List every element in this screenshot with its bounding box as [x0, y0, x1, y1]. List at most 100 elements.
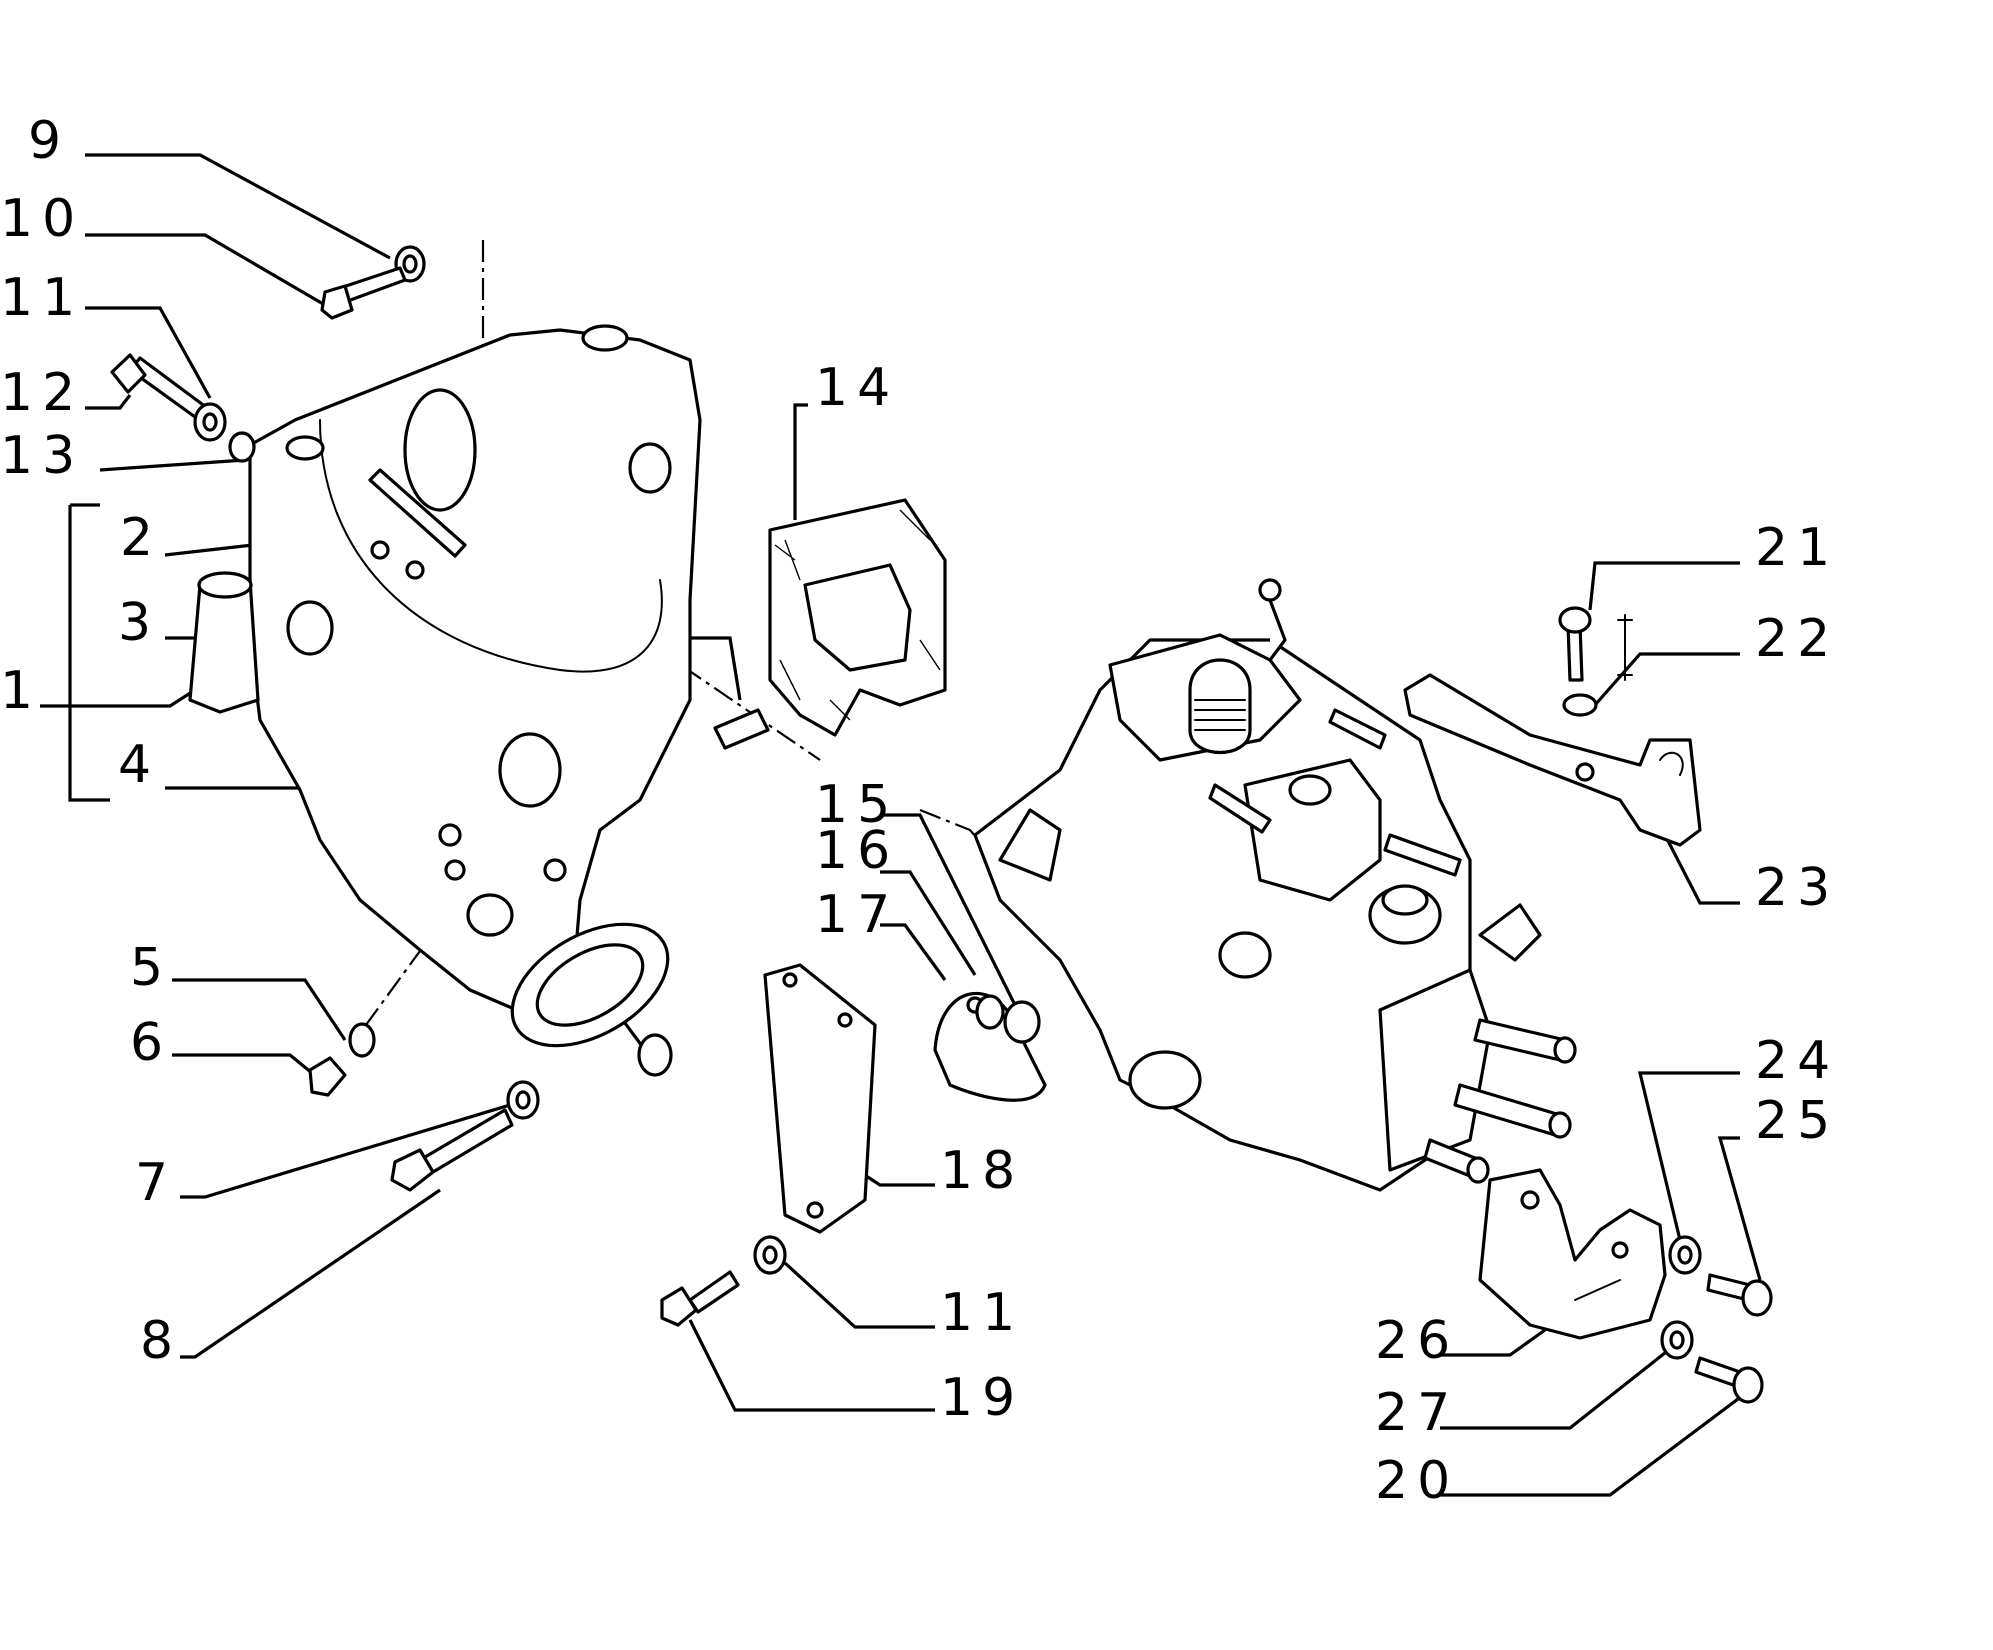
- callout-7: 7: [135, 1153, 177, 1213]
- pump-ear-left: [998, 808, 1062, 882]
- bolt-hex-head: [660, 1286, 698, 1327]
- lever-ball: [1258, 578, 1282, 602]
- leader-20: [1440, 1388, 1751, 1497]
- housing-hole-e: [444, 859, 466, 881]
- washer-hole: [1677, 1245, 1693, 1265]
- nut-15: [1003, 1000, 1041, 1044]
- plug-4: [637, 1033, 673, 1077]
- bolt-20: [1694, 1356, 1764, 1404]
- leader-16: [880, 870, 977, 976]
- pump-ear-right: [1478, 903, 1542, 962]
- washer-16: [975, 994, 1005, 1030]
- housing-top-boss: [581, 324, 629, 352]
- leader-10: [85, 233, 331, 310]
- bolt-hex-head: [1741, 1279, 1773, 1317]
- callout-labels: 9 10 11 12 13 2 3 1 4 5 6 7 8 14 15 16 1…: [0, 111, 1839, 1511]
- callout-20: 20: [1375, 1451, 1459, 1511]
- leader-14: [793, 403, 808, 520]
- governor-spring: [1188, 658, 1252, 754]
- washer-5: [348, 1022, 376, 1058]
- washer-hole: [402, 254, 418, 274]
- leader-1: [40, 688, 196, 708]
- plate-slot: [1574, 1279, 1621, 1301]
- housing-plug-boss: [466, 893, 514, 937]
- washer-27: [1660, 1320, 1694, 1360]
- gasket-hatching: [774, 509, 941, 721]
- callout-23: 23: [1755, 858, 1839, 918]
- washer-22: [1562, 693, 1598, 717]
- callout-2: 2: [120, 508, 162, 568]
- plate-26: [1478, 1168, 1667, 1340]
- callout-9: 9: [28, 111, 70, 171]
- callout-11-top: 11: [0, 268, 84, 328]
- bracket-hole-bottom: [806, 1201, 824, 1219]
- callout-19: 19: [940, 1368, 1024, 1428]
- bolt-hex-head: [390, 1148, 435, 1192]
- pin-body: [713, 708, 770, 750]
- leader-23: [1663, 834, 1740, 905]
- leader-27: [1440, 1343, 1676, 1430]
- pump-mounting-housing: [188, 324, 702, 1048]
- leader-11-bottom: [783, 1261, 935, 1329]
- plate-hole-top: [1520, 1190, 1540, 1210]
- callout-8: 8: [140, 1311, 182, 1371]
- leader-17: [880, 923, 947, 981]
- pump-side-plug: [1218, 931, 1272, 979]
- bolt-shank: [688, 1270, 740, 1314]
- washer-ring: [348, 1022, 376, 1058]
- delivery-valves: [1423, 1018, 1577, 1184]
- callout-10: 10: [0, 189, 84, 249]
- callout-26: 26: [1375, 1311, 1459, 1371]
- leader-19: [688, 1319, 935, 1412]
- leader-13: [99, 458, 246, 472]
- leader-11-top: [85, 306, 212, 399]
- washer-11-bottom: [753, 1235, 787, 1275]
- washer-11-top: [193, 402, 227, 442]
- leader-26: [1440, 1328, 1546, 1357]
- bracket-hole-top: [782, 972, 798, 988]
- housing-pivot-boss: [286, 600, 334, 656]
- plate-body: [1478, 1168, 1667, 1340]
- bolt-10: [320, 266, 407, 320]
- pump-top-block: [1243, 758, 1382, 902]
- washer-ring: [228, 431, 256, 463]
- leader-21: [1588, 561, 1740, 611]
- callout-12: 12: [0, 363, 84, 423]
- gasket-opening: [803, 563, 912, 672]
- callout-6: 6: [130, 1013, 172, 1073]
- callout-3: 3: [118, 593, 160, 653]
- stud-2: [368, 468, 467, 558]
- callout-5: 5: [130, 938, 172, 998]
- washer-hole: [1669, 1330, 1685, 1350]
- callout-16: 16: [815, 821, 899, 881]
- bolt-25: [1706, 1273, 1773, 1317]
- housing-hole-c: [438, 823, 462, 847]
- washer-hole: [762, 1245, 778, 1265]
- housing-right-hole: [628, 442, 672, 494]
- housing-pipe-outlet: [188, 578, 260, 714]
- valve-upper: [1473, 1018, 1567, 1062]
- side-stud: [1383, 833, 1462, 877]
- housing-left-boss: [285, 435, 325, 461]
- bolt-hex-head: [110, 353, 147, 394]
- head-block: [1378, 968, 1492, 1172]
- bracket-slot-hole: [1575, 762, 1595, 782]
- callout-25: 25: [1755, 1091, 1839, 1151]
- length-dimension: [1617, 614, 1633, 681]
- bolt-19: [660, 1270, 740, 1327]
- callout-27: 27: [1375, 1383, 1459, 1443]
- pipe-outlet-mouth: [197, 571, 253, 599]
- fitting-top: [1381, 884, 1429, 916]
- leader-24: [1637, 1071, 1740, 1241]
- leader-7: [180, 1103, 511, 1199]
- callout-4: 4: [118, 735, 160, 795]
- bolt-8: [390, 1108, 514, 1192]
- callout-18: 18: [940, 1141, 1024, 1201]
- axis-line-top: [481, 240, 821, 761]
- washer-ring: [975, 994, 1005, 1030]
- callout-21: 21: [1755, 518, 1839, 578]
- housing-outlet-bore: [535, 943, 645, 1027]
- bracket-18: [763, 963, 877, 1234]
- pump-top-port: [1288, 774, 1332, 806]
